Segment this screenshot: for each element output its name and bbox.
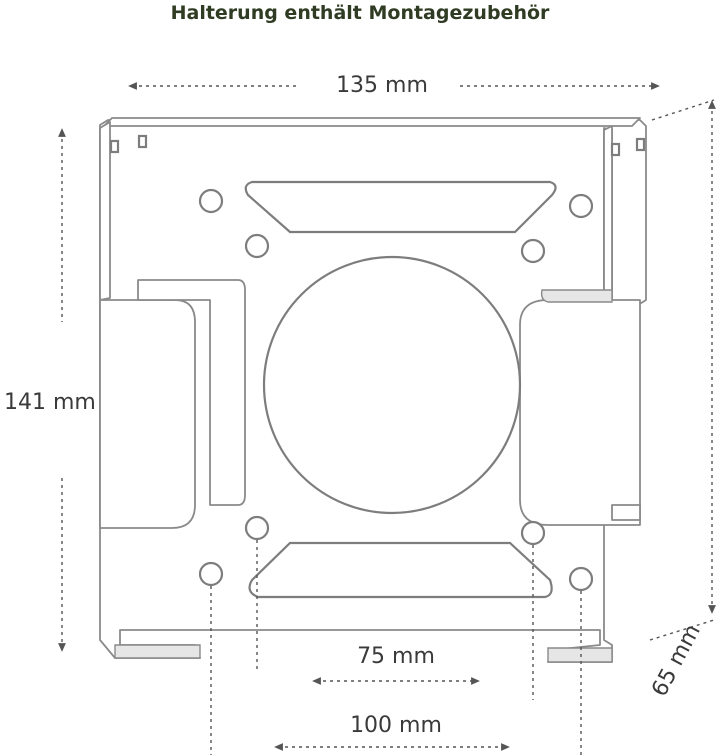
- hole-100-top-left: [198, 188, 224, 214]
- depth-dimension: 65 mm: [647, 99, 716, 701]
- bottom-foot-left: [114, 644, 201, 659]
- width-label: 135 mm: [336, 73, 428, 98]
- bottom-foot-right: [547, 647, 613, 663]
- center-opening: [262, 255, 522, 515]
- vesa-75-dimension: 75 mm: [256, 540, 534, 700]
- right-wall: [603, 125, 613, 303]
- slot-right-2: [635, 137, 646, 152]
- top-flange: [103, 117, 641, 127]
- right-clamp: [519, 299, 641, 526]
- height-label: 141 mm: [4, 390, 96, 415]
- vesa-100-dimension: 100 mm: [210, 586, 582, 755]
- mounting-holes: [198, 188, 594, 592]
- bottom-cutout: [248, 541, 553, 599]
- page-title: Halterung enthält Montagezubehör: [170, 2, 550, 24]
- left-slot: [137, 279, 246, 506]
- top-slots: [109, 134, 646, 157]
- right-hook: [540, 289, 613, 303]
- depth-label: 65 mm: [647, 620, 706, 700]
- hole-75-bottom-left: [244, 515, 270, 541]
- height-dimension: 141 mm: [4, 128, 96, 652]
- hole-75-bottom-right: [520, 520, 546, 546]
- hole-100-top-right: [568, 193, 594, 219]
- hole-75-top-left: [244, 233, 270, 259]
- hole-75-top-right: [520, 238, 546, 264]
- slot-right-1: [610, 142, 621, 157]
- right-tab-lower: [611, 504, 641, 521]
- slot-left-1: [109, 139, 120, 154]
- slot-left-2: [137, 134, 148, 149]
- hole-100-bottom-left: [198, 561, 224, 587]
- width-dimension: 135 mm: [128, 73, 660, 98]
- top-cutout: [244, 180, 557, 234]
- left-wall: [99, 121, 111, 301]
- left-clamp: [99, 299, 196, 529]
- hole-100-bottom-right: [568, 566, 594, 592]
- vesa-100-label: 100 mm: [350, 713, 442, 738]
- vesa-75-label: 75 mm: [357, 644, 435, 669]
